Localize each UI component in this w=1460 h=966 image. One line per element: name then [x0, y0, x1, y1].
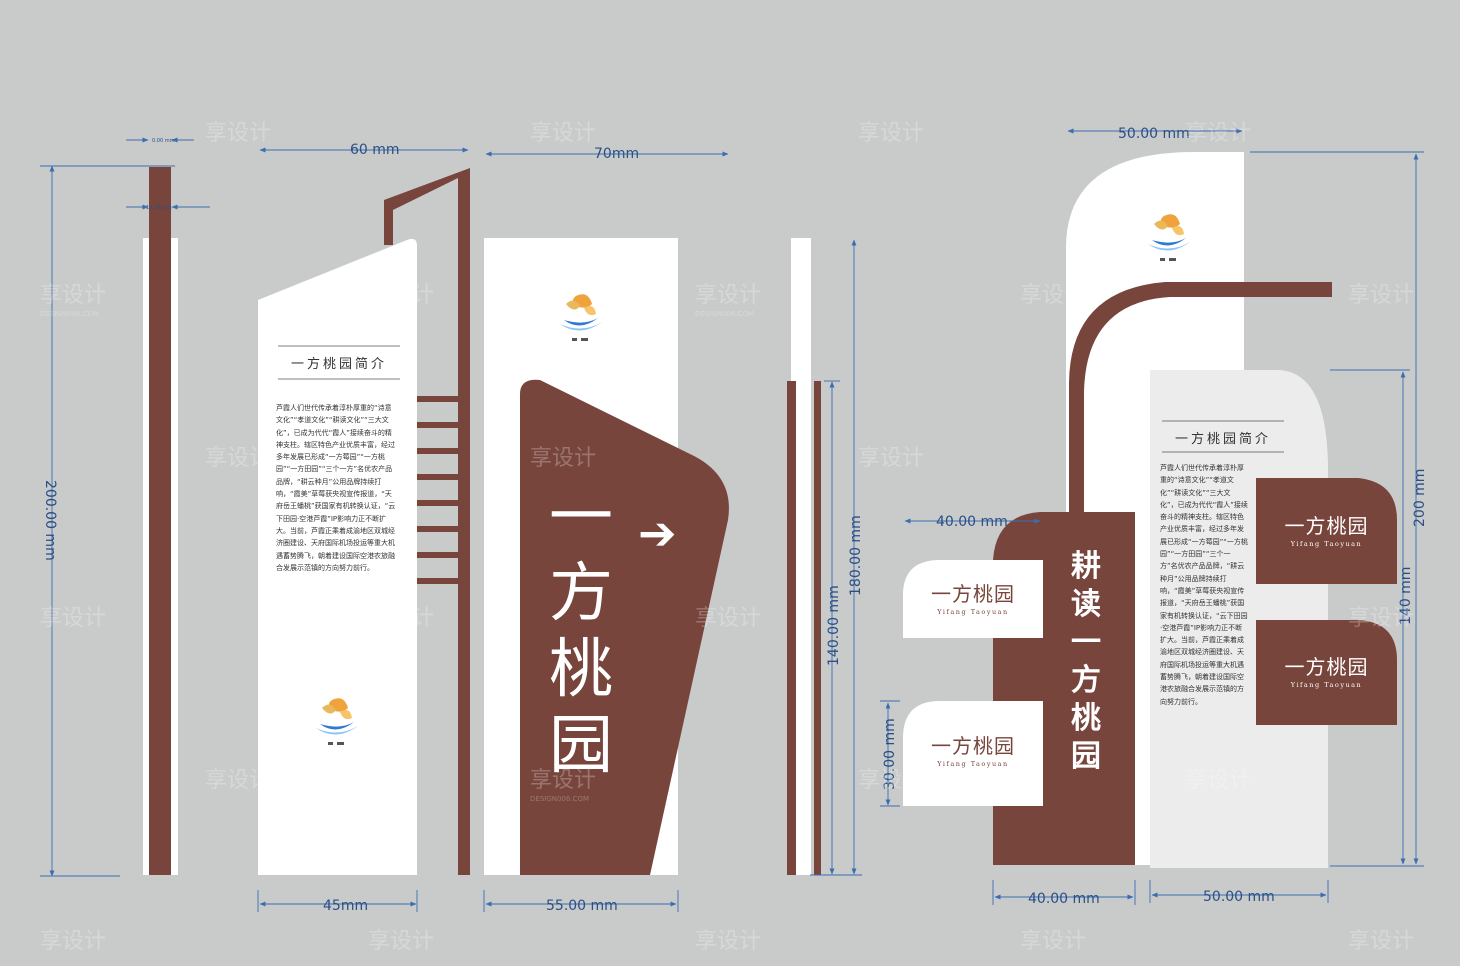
dim-label: 140.00 mm: [826, 585, 842, 666]
dim-label: 0.00 mm: [152, 138, 175, 144]
svg-text:享设计: 享设计: [1348, 283, 1414, 308]
dim-label: 55.00 mm: [546, 898, 618, 914]
main-sign-char: 桃: [549, 633, 613, 707]
plaque-pinyin: Yifang Taoyuan: [1290, 539, 1363, 548]
slogan-char: 园: [1071, 739, 1101, 774]
main-sign-char: 方: [549, 557, 613, 631]
dimension-labels: 0.00 mm 10.00 mm 200.00 mm 60 mm 45mm 70…: [42, 126, 1428, 914]
dim-label: 30.00 mm: [882, 718, 898, 790]
plaque-right-2: 一方桃园 Yifang Taoyuan: [1256, 620, 1397, 725]
composite-sign: [903, 151, 1397, 868]
svg-text:享设计: 享设计: [205, 121, 271, 146]
intro-board-sign: [258, 168, 470, 875]
slogan-char: 一: [1071, 625, 1101, 660]
slogan-char: 耕: [1071, 549, 1101, 584]
dim-label: 70mm: [594, 146, 639, 162]
svg-text:享设计: 享设计: [858, 768, 924, 793]
svg-text:享设计: 享设计: [530, 768, 596, 793]
intro-title: 一方桃园简介: [290, 357, 387, 372]
svg-text:享设计: 享设计: [1185, 768, 1251, 793]
plaque-pinyin: Yifang Taoyuan: [937, 607, 1009, 616]
plaque-name: 一方桃园: [931, 733, 1015, 758]
main-direction-sign: [484, 238, 729, 875]
dim-label: 200.00 mm: [42, 480, 58, 561]
svg-text:享设计: 享设计: [40, 606, 106, 631]
plaque-pinyin: Yifang Taoyuan: [937, 759, 1009, 768]
svg-text:享设计: 享设计: [368, 929, 434, 954]
plaque-name: 一方桃园: [1284, 513, 1369, 538]
svg-text:享设计: 享设计: [695, 283, 761, 308]
dimension-lines: [40, 128, 1424, 912]
svg-text:享设计: 享设计: [1185, 121, 1251, 146]
intro-body: 芦霞人们世代传承着淳朴厚重的“诗意文化”“孝道文化”“耕读文化”“三大文化”，已…: [276, 404, 396, 572]
main-sign-char: 园: [549, 709, 613, 783]
svg-text:享设计: 享设计: [530, 446, 596, 471]
main-sign-char: 一: [549, 481, 613, 555]
dim-label: 50.00 mm: [1118, 126, 1190, 142]
intro-body: 芦霞人们世代传承着淳朴厚重的“诗意文化”“孝道文化”“耕读文化”“三大文化”，已…: [1160, 464, 1248, 706]
svg-text:享设计: 享设计: [40, 929, 106, 954]
dim-label: 140 mm: [1398, 567, 1414, 625]
svg-text:享设计: 享设计: [205, 446, 271, 471]
svg-text:享设计: 享设计: [858, 446, 924, 471]
plaque-left-2: 一方桃园 Yifang Taoyuan: [903, 705, 1043, 797]
svg-text:享设计: 享设计: [695, 929, 761, 954]
svg-text:享设计: 享设计: [1020, 929, 1086, 954]
svg-text:享设计: 享设计: [368, 606, 434, 631]
dim-label: 40.00 mm: [936, 514, 1008, 530]
svg-text:享设计: 享设计: [1348, 606, 1414, 631]
dim-label: 40.00 mm: [1028, 891, 1100, 907]
svg-text:享设计: 享设计: [205, 768, 271, 793]
svg-text:DESIGN006.COM: DESIGN006.COM: [695, 310, 754, 318]
svg-text:DESIGN006.COM: DESIGN006.COM: [530, 795, 589, 803]
svg-text:享设计: 享设计: [40, 283, 106, 308]
right-arrow-icon: ➔: [638, 506, 677, 560]
dim-label: 60 mm: [350, 142, 400, 158]
main-sign-title: 一 方 桃 园: [546, 480, 616, 784]
svg-text:享设计: 享设计: [695, 606, 761, 631]
watermark-grid: 享设计 享设计 享设计 享设计 享设计 享设计 享设计 享设计 享设计 DESI…: [40, 121, 1414, 954]
plaque-left-1: 一方桃园 Yifang Taoyuan: [903, 560, 1043, 638]
slogan-char: 方: [1071, 663, 1101, 698]
slogan-char: 读: [1071, 587, 1101, 622]
plaque-right-1: 一方桃园 Yifang Taoyuan: [1256, 478, 1397, 584]
side-elevation-2: [787, 238, 821, 875]
slogan-char: 桃: [1071, 701, 1101, 736]
svg-text:享设计: 享设计: [1020, 283, 1086, 308]
plaque-name: 一方桃园: [931, 581, 1015, 606]
plaque-pinyin: Yifang Taoyuan: [1290, 681, 1363, 689]
vertical-slogan: 耕 读 一 方 桃 园: [1062, 548, 1110, 776]
dim-label: 180.00 mm: [848, 515, 864, 596]
svg-text:DESIGN006.COM: DESIGN006.COM: [40, 310, 99, 318]
svg-text:享设计: 享设计: [530, 121, 596, 146]
side-elevation-1: [143, 167, 178, 875]
svg-text:享设计: 享设计: [1348, 929, 1414, 954]
dim-label: 200 mm: [1412, 469, 1428, 527]
intro-title: 一方桃园简介: [1174, 432, 1271, 447]
dim-label: 45mm: [323, 898, 368, 914]
dim-label: 10.00 mm: [146, 205, 172, 211]
svg-text:享设计: 享设计: [368, 283, 434, 308]
dim-label: 50.00 mm: [1203, 889, 1275, 905]
plaque-name: 一方桃园: [1284, 655, 1369, 679]
svg-text:享设计: 享设计: [858, 121, 924, 146]
